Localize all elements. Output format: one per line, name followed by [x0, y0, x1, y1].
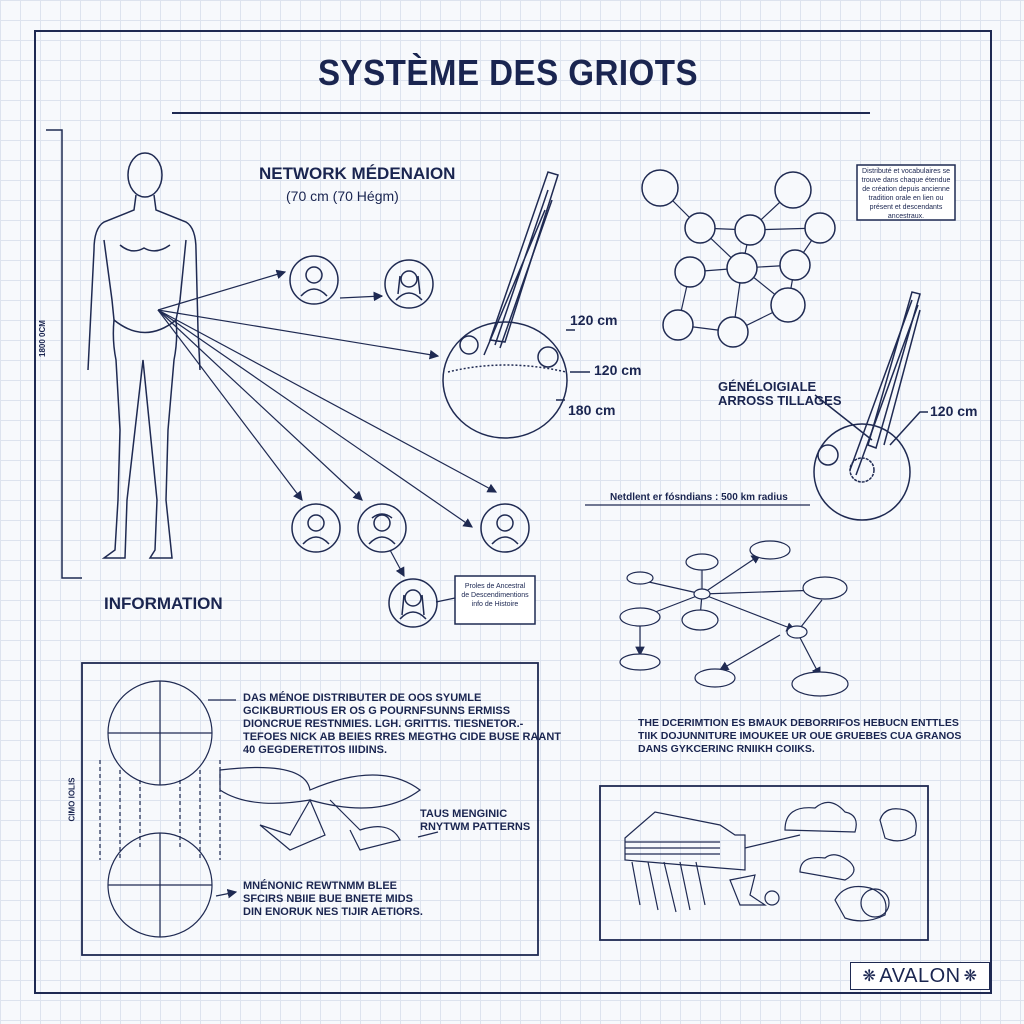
network-arrows	[157, 269, 498, 603]
portrait-nodes-left	[289, 255, 530, 628]
mnemonic-paragraph: DAS MÉNOE DISTRIBUTER DE OOS SYUMLE GCIK…	[243, 692, 562, 756]
snowflake-icon: ❋	[963, 968, 978, 985]
height-label: 1800 0CM	[37, 320, 47, 357]
instrument-territory-panel	[599, 785, 929, 941]
genealogy-network	[641, 169, 836, 348]
kora2-length: 120 cm	[930, 403, 978, 419]
mnemonic-panel	[81, 662, 539, 956]
kora2-label-line2: ARROSS TILLAGES	[718, 393, 842, 408]
mnemonic-drawing	[99, 680, 439, 938]
kora-instrument-1	[442, 171, 590, 439]
ancestry-note-box	[454, 575, 536, 625]
mnemonic-rhythm-note: MNÉNONIC REWTNMM BLEE SFCIRS NBIIE BUE B…	[243, 880, 423, 918]
avalon-logo: ❋ AVALON ❋	[850, 962, 990, 990]
mnemonic-vertical-label: CIMO IOLIS	[67, 777, 77, 822]
radius-label: Netdlent er fósndians : 500 km radius	[610, 492, 788, 503]
kora2-label-line1: GÉNÉLOIGIALE	[718, 379, 817, 394]
kora1-label-mid: 120 cm	[594, 362, 642, 378]
territory-cloud-network	[619, 540, 849, 697]
blueprint-frame	[34, 30, 992, 994]
human-figure	[87, 152, 201, 559]
network-note: Distributé et vocabulaires se trouve dan…	[861, 168, 951, 220]
network-dimensions: (70 cm (70 Hégm)	[286, 188, 399, 204]
network-heading: NETWORK MÉDENAION	[259, 164, 456, 183]
page-title: SYSTÈME DES GRIOTS	[318, 52, 699, 93]
snowflake-icon: ❋	[862, 968, 877, 985]
kora1-label-bottom: 180 cm	[568, 402, 616, 418]
ancestry-note: Proles de Ancestral de Descendimentions …	[461, 583, 529, 608]
network-note-box	[856, 164, 956, 221]
rhythm-patterns-label: TAUS MENGINIC RNYTWM PATTERNS	[420, 808, 531, 833]
kora1-label-top: 120 cm	[570, 312, 618, 328]
information-label: INFORMATION	[104, 594, 223, 613]
height-dimension-line	[46, 129, 82, 579]
logo-text: AVALON	[879, 964, 961, 987]
instrument-territory-drawing	[624, 801, 917, 922]
territory-paragraph: THE DCERIMTION ES BMAUK DEBORRIFOS HEBUC…	[638, 717, 962, 755]
kora-instrument-2	[813, 291, 928, 521]
